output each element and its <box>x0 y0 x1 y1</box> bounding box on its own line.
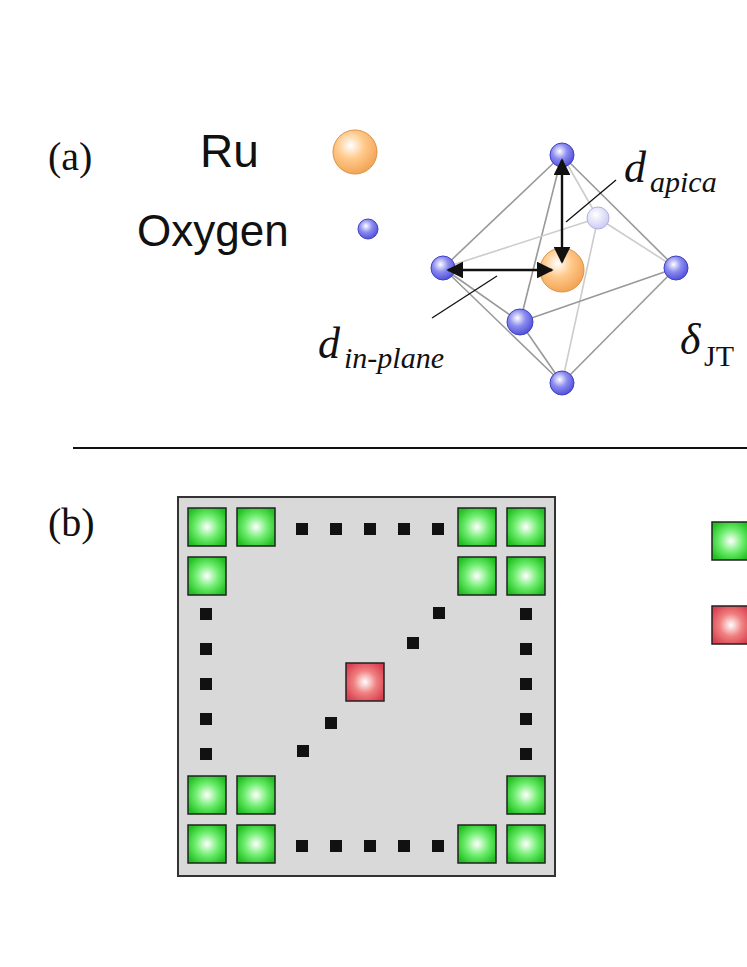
ellipsis-dot <box>200 608 212 620</box>
ellipsis-dot <box>407 637 419 649</box>
matrix-blocks <box>188 508 545 863</box>
ellipsis-dot <box>200 643 212 655</box>
green-block <box>237 508 275 546</box>
ellipsis-dot <box>520 643 532 655</box>
green-block <box>237 825 275 863</box>
ellipsis-dot <box>520 713 532 725</box>
leader-line <box>566 180 616 222</box>
ellipsis-dot <box>296 840 308 852</box>
legend-swatch <box>712 522 747 560</box>
ellipsis-dot <box>325 717 337 729</box>
ellipsis-dot <box>398 523 410 535</box>
distance-symbol: d <box>318 322 340 366</box>
oxygen-atom <box>507 309 533 335</box>
ellipsis-dot <box>433 607 445 619</box>
green-block <box>507 825 545 863</box>
ellipsis-dot <box>520 608 532 620</box>
distortion-subscript: JT <box>704 341 734 371</box>
green-block <box>188 776 226 814</box>
green-block <box>458 508 496 546</box>
red-block <box>346 663 384 701</box>
ellipsis-dot <box>432 840 444 852</box>
ellipsis-dot <box>330 840 342 852</box>
oxygen-atom <box>431 256 455 280</box>
atom-label: Oxygen <box>137 209 289 253</box>
ellipsis-dot <box>330 523 342 535</box>
in-plane-arrow <box>448 269 552 271</box>
ellipsis-dot <box>398 840 410 852</box>
leader-line <box>432 276 497 318</box>
distance-subscript: in-plane <box>344 343 444 373</box>
green-block <box>458 825 496 863</box>
legend-swatch <box>712 606 747 644</box>
oxygen-atom <box>587 207 609 229</box>
ellipsis-dot <box>520 748 532 760</box>
distortion-symbol: δ <box>680 318 700 362</box>
oxygen-atom <box>550 371 574 395</box>
ellipsis-dots <box>200 523 532 852</box>
oxygen-atom <box>664 256 688 280</box>
green-block <box>507 557 545 595</box>
green-block <box>188 508 226 546</box>
green-block <box>507 508 545 546</box>
panel-separator <box>73 447 747 449</box>
distance-subscript: apica <box>650 167 717 197</box>
ellipsis-dot <box>200 713 212 725</box>
green-block <box>507 776 545 814</box>
ellipsis-dot <box>297 745 309 757</box>
green-block <box>237 776 275 814</box>
ellipsis-dot <box>432 523 444 535</box>
green-block <box>458 557 496 595</box>
matrix <box>178 497 555 876</box>
ru-atom-key <box>333 130 377 174</box>
ellipsis-dot <box>200 748 212 760</box>
green-block <box>188 825 226 863</box>
atom-label: Ru <box>200 128 259 174</box>
panel-label: (b) <box>48 503 95 543</box>
oxygen-atom-key <box>358 219 378 239</box>
panel-label: (a) <box>48 137 92 177</box>
ellipsis-dot <box>296 523 308 535</box>
distance-symbol: d <box>624 146 646 190</box>
ellipsis-dot <box>364 840 376 852</box>
ellipsis-dot <box>200 678 212 690</box>
ellipsis-dot <box>520 678 532 690</box>
apical-arrow <box>561 160 563 262</box>
ellipsis-dot <box>364 523 376 535</box>
green-block <box>188 557 226 595</box>
